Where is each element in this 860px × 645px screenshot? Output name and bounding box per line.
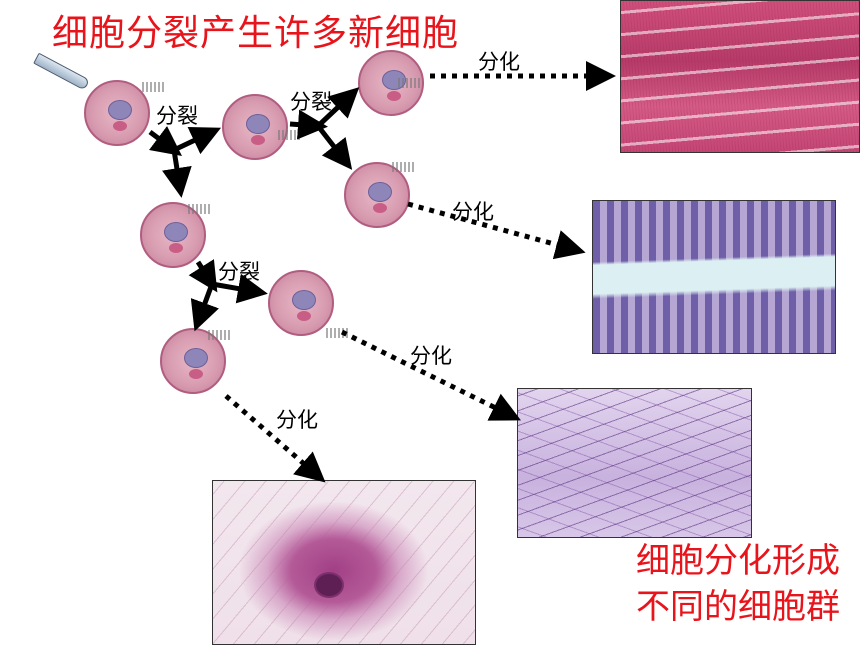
- differentiate-label: 分化: [452, 200, 494, 224]
- cell-label-mark: [142, 82, 164, 92]
- cell-6: [268, 270, 334, 336]
- divide-arrow: [316, 124, 353, 170]
- page-title: 细胞分裂产生许多新细胞: [52, 13, 460, 54]
- cell-label-mark: [188, 204, 210, 214]
- cell-2: [222, 94, 288, 160]
- divide-label: 分裂: [290, 90, 332, 114]
- cell-3: [358, 50, 424, 116]
- divide-label: 分裂: [156, 104, 198, 128]
- muscle-tissue-image: [620, 0, 860, 153]
- cell-label-mark: [208, 330, 230, 340]
- divide-arrow: [211, 273, 268, 304]
- differentiate-arrow: [407, 201, 586, 260]
- divide-arrow: [162, 149, 192, 198]
- divide-arrow: [188, 259, 218, 293]
- nerve-tissue-image: [212, 480, 476, 645]
- differentiate-label: 分化: [276, 408, 318, 432]
- differentiate-arrow: [224, 394, 326, 483]
- connective-tissue-image: [517, 388, 752, 538]
- cell-4: [344, 162, 410, 228]
- caption-line-2: 不同的细胞群: [636, 587, 840, 627]
- divide-arrow: [316, 87, 360, 128]
- cell-5: [140, 202, 206, 268]
- caption-line-1: 细胞分化形成: [636, 541, 840, 581]
- differentiate-label: 分化: [478, 50, 520, 74]
- cell-label-mark: [398, 78, 420, 88]
- differentiate-arrow: [340, 329, 521, 421]
- caption: 细胞分化形成 不同的细胞群: [636, 538, 840, 630]
- divide-arrow: [148, 126, 182, 156]
- differentiate-label: 分化: [410, 344, 452, 368]
- neuron-nucleus: [314, 572, 344, 598]
- cell-label-mark: [326, 328, 348, 338]
- divide-arrow: [289, 109, 328, 140]
- epithelial-tissue-image: [592, 200, 836, 354]
- divide-arrow: [172, 127, 222, 155]
- divide-arrow: [190, 283, 219, 332]
- cell-1: [84, 80, 150, 146]
- divide-label: 分裂: [218, 260, 260, 284]
- cell-label-mark: [392, 162, 414, 172]
- cell-label-mark: [278, 130, 300, 140]
